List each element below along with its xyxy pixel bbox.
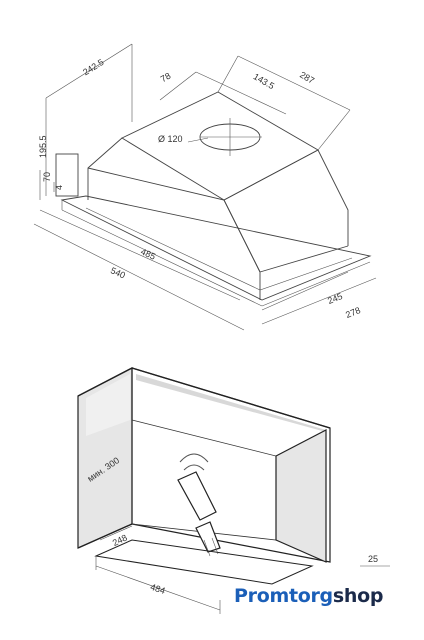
dim-25: 25 — [368, 554, 378, 564]
cabinet-installation-diagram: мин. 300 248 484 25 — [77, 367, 390, 614]
dim-540: 540 — [109, 265, 127, 280]
dim-143-5: 143.5 — [252, 71, 277, 91]
hood-isometric-diagram: 242.5 78 143.5 287 195.5 70 4 Ø 120 485 … — [33, 43, 377, 331]
dim-278: 278 — [344, 305, 362, 320]
dim-78: 78 — [159, 71, 173, 85]
logo-text-shop: shop — [332, 585, 384, 607]
dim-287: 287 — [298, 70, 316, 86]
hood-side-panel — [55, 153, 79, 197]
logo-text-promtorg: Promtorg — [234, 585, 333, 607]
hood-top-box — [87, 91, 349, 300]
dim-4: 4 — [54, 185, 64, 190]
hood-insert-symbol — [177, 453, 221, 557]
cabinet-walls — [77, 367, 331, 563]
duct-outlet — [187, 118, 262, 156]
hood-frame — [60, 195, 372, 307]
cabinet-bottom-rail — [94, 525, 390, 614]
dim-70: 70 — [42, 172, 52, 182]
dim-484: 484 — [149, 582, 166, 596]
dim-195-5: 195.5 — [38, 135, 48, 158]
dim-485: 485 — [139, 246, 157, 261]
promtorgshop-logo: Promtorgshop — [234, 585, 383, 613]
dimension-lines — [33, 43, 377, 331]
dim-diameter-120: Ø 120 — [158, 134, 183, 144]
dim-248: 248 — [111, 532, 129, 548]
dim-242-5: 242.5 — [81, 57, 105, 77]
dim-245: 245 — [326, 291, 344, 306]
